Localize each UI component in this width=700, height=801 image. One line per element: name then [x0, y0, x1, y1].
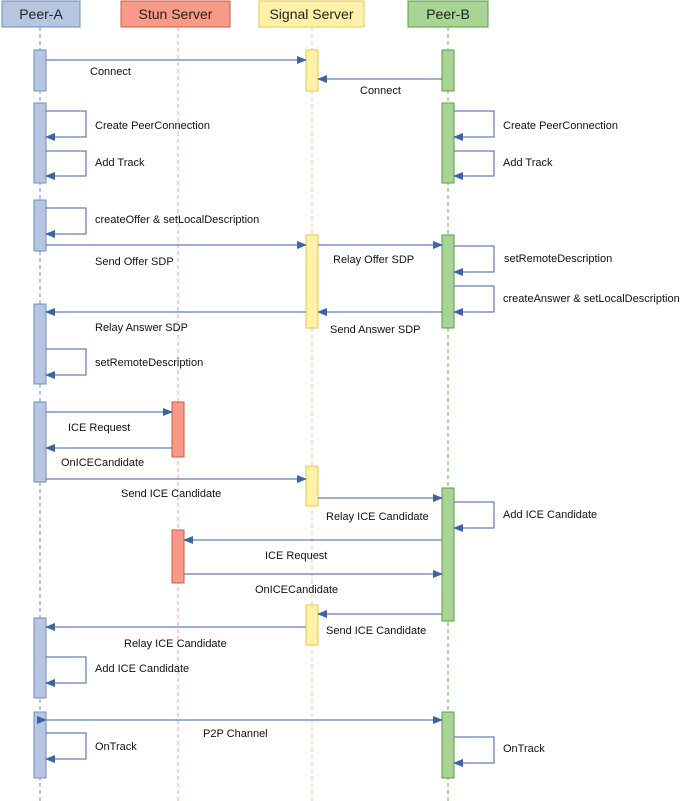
activation-bar [305, 465, 319, 507]
message-label: setRemoteDescription [95, 357, 203, 369]
participant-label: Peer-B [426, 6, 470, 22]
message-label: Send Answer SDP [330, 324, 421, 336]
self-arrow-add-track-b [453, 150, 495, 180]
message-label: Connect [90, 66, 131, 78]
self-arrow-ontrack-b [453, 736, 495, 767]
message-label: Add Track [503, 157, 553, 169]
participant-label: Peer-A [19, 6, 63, 22]
activations-peer-a [33, 49, 47, 779]
message-arrows [37, 56, 495, 767]
message-label: Send Offer SDP [95, 256, 174, 268]
activation-bar [33, 49, 47, 92]
participant-peer-b: Peer-B [407, 0, 489, 28]
participant-signal-server: Signal Server [258, 0, 365, 28]
self-arrow-add-ice-a [45, 656, 87, 687]
activation-bar [33, 303, 47, 385]
self-arrow-create-answer [453, 285, 495, 316]
activation-bar [441, 234, 455, 329]
message-label: Create PeerConnection [95, 120, 210, 132]
message-label: Send ICE Candidate [326, 625, 426, 637]
activations-peer-b [441, 49, 455, 779]
activation-bar [171, 529, 185, 584]
activations-signal-server [305, 49, 319, 646]
self-arrow-add-ice-b [453, 501, 495, 532]
self-arrow-ontrack-a [45, 732, 87, 763]
activations-stun-server [171, 401, 185, 584]
participant-peer-a: Peer-A [1, 0, 81, 28]
message-label: Relay ICE Candidate [326, 511, 429, 523]
activation-bar [305, 49, 319, 92]
message-label: ICE Request [68, 422, 130, 434]
message-label: OnICECandidate [61, 457, 144, 469]
activation-bar [305, 604, 319, 646]
message-label: createAnswer & setLocalDescription [503, 293, 680, 305]
message-label: Connect [360, 85, 401, 97]
message-label: OnICECandidate [255, 584, 338, 596]
message-label: Relay Answer SDP [95, 322, 188, 334]
message-label: Relay ICE Candidate [124, 638, 227, 650]
activation-bar [33, 711, 47, 779]
message-label: Add ICE Candidate [95, 663, 189, 675]
self-arrow-set-remote-a [45, 348, 87, 379]
message-label: Send ICE Candidate [121, 488, 221, 500]
message-label: Relay Offer SDP [333, 254, 414, 266]
self-arrow-add-track-a [45, 150, 87, 180]
self-arrow-set-remote-b [453, 245, 495, 276]
message-label: createOffer & setLocalDescription [95, 214, 259, 226]
activation-bar [33, 401, 47, 483]
participant-label: Stun Server [139, 6, 213, 22]
activation-bar [33, 617, 47, 699]
message-label: P2P Channel [203, 728, 268, 740]
message-label: Add Track [95, 157, 145, 169]
self-arrow-create-pc-a [45, 110, 87, 141]
activation-bar [441, 49, 455, 92]
activation-bar [171, 401, 185, 458]
self-arrow-create-pc-b [453, 110, 495, 141]
message-label: OnTrack [95, 741, 137, 753]
activation-bar [33, 102, 47, 184]
participant-label: Signal Server [269, 6, 353, 22]
self-arrow-create-offer [45, 207, 87, 238]
message-label: OnTrack [503, 743, 545, 755]
activation-bar [441, 102, 455, 184]
activation-bar [33, 199, 47, 252]
message-label: ICE Request [265, 550, 327, 562]
message-labels: Connect Connect Create PeerConnection Ad… [61, 66, 680, 755]
activation-bar [441, 711, 455, 779]
message-label: Add ICE Candidate [503, 509, 597, 521]
message-label: setRemoteDescription [504, 253, 612, 265]
activation-bar [441, 487, 455, 622]
participant-stun-server: Stun Server [120, 0, 231, 28]
message-label: Create PeerConnection [503, 120, 618, 132]
activation-bar [305, 234, 319, 329]
